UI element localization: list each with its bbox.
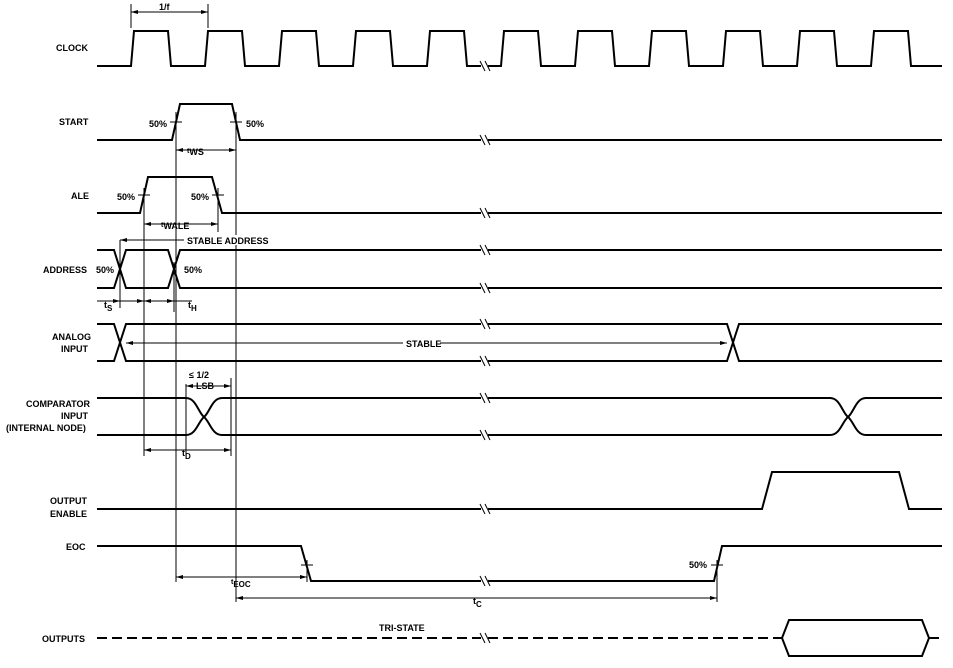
clock-waveform-right	[488, 30, 942, 67]
start-label: START	[59, 117, 89, 127]
eoc-rise-50-label: 50%	[689, 560, 707, 570]
address-bus-upper-left	[97, 249, 481, 289]
clock-period-dimension	[131, 10, 208, 14]
outputs-data-valid-bus	[780, 619, 931, 657]
half-lsb-dimension	[186, 384, 231, 388]
analog-input-lower-right	[488, 323, 942, 362]
stable-address-label: STABLE ADDRESS	[187, 236, 269, 246]
th-label: tH	[188, 300, 197, 313]
setup-hold-dimension	[97, 299, 192, 303]
twale-dimension	[144, 222, 218, 226]
timing-reference-lines	[119, 4, 718, 602]
analog-input-label-line2: INPUT	[61, 344, 89, 354]
output-enable-label-line1: OUTPUT	[50, 496, 88, 506]
address-bus-lower-left	[97, 249, 481, 289]
half-lsb-label-top: ≤ 1/2	[189, 370, 209, 380]
address-label: ADDRESS	[43, 265, 87, 275]
analog-input-lower-left	[97, 323, 481, 362]
teoc-label: tEOC	[231, 579, 251, 589]
ale-rise-50-label: 50%	[117, 192, 135, 202]
tc-label: tC	[473, 596, 482, 609]
comparator-upper-left	[97, 397, 481, 436]
tc-dimension	[236, 596, 717, 600]
output-enable-label-line2: ENABLE	[50, 509, 87, 519]
stable-address-label-bg	[184, 235, 274, 245]
start-rise-50-label: 50%	[149, 119, 167, 129]
stable-analog-dimension	[126, 341, 727, 345]
start-fall-50-label: 50%	[246, 119, 264, 129]
start-waveform-left	[97, 103, 481, 141]
comparator-label-line3: (INTERNAL NODE)	[6, 423, 86, 433]
address-right-50-label: 50%	[184, 265, 202, 275]
ale-waveform-left	[97, 176, 481, 214]
tws-dimension	[176, 148, 236, 152]
comparator-label-line1: COMPARATOR	[26, 399, 90, 409]
comparator-lower-right	[488, 397, 942, 436]
twale-label: tWALE	[161, 221, 189, 231]
clock-label: CLOCK	[56, 43, 88, 53]
ts-label: tS	[104, 300, 113, 313]
analog-input-label-line1: ANALOG	[52, 332, 91, 342]
clock-period-label: 1/f	[159, 2, 171, 12]
tri-state-label: TRI-STATE	[379, 623, 425, 633]
outputs-label: OUTPUTS	[42, 634, 85, 644]
eoc-waveform-right	[488, 545, 942, 582]
stable-address-dimension	[120, 238, 184, 242]
td-label: tD	[182, 448, 191, 461]
output-enable-waveform-right	[488, 471, 942, 510]
eoc-label: EOC	[66, 542, 86, 552]
clock-waveform-left	[97, 30, 481, 67]
eoc-waveform-left	[97, 545, 481, 582]
teoc-dimension	[176, 575, 307, 579]
comparator-label-line2: INPUT	[61, 411, 89, 421]
time-break-marks	[479, 60, 491, 644]
stable-label: STABLE	[406, 339, 441, 349]
ale-label: ALE	[71, 191, 89, 201]
comparator-lower-left	[97, 397, 481, 436]
address-left-50-label: 50%	[96, 265, 114, 275]
comparator-upper-right	[488, 397, 942, 436]
ale-fall-50-label: 50%	[191, 192, 209, 202]
50-percent-tick-marks	[138, 121, 723, 566]
half-lsb-label-bottom: LSB	[196, 381, 215, 391]
td-dimension	[144, 448, 231, 452]
tws-label: tWS	[187, 147, 204, 157]
